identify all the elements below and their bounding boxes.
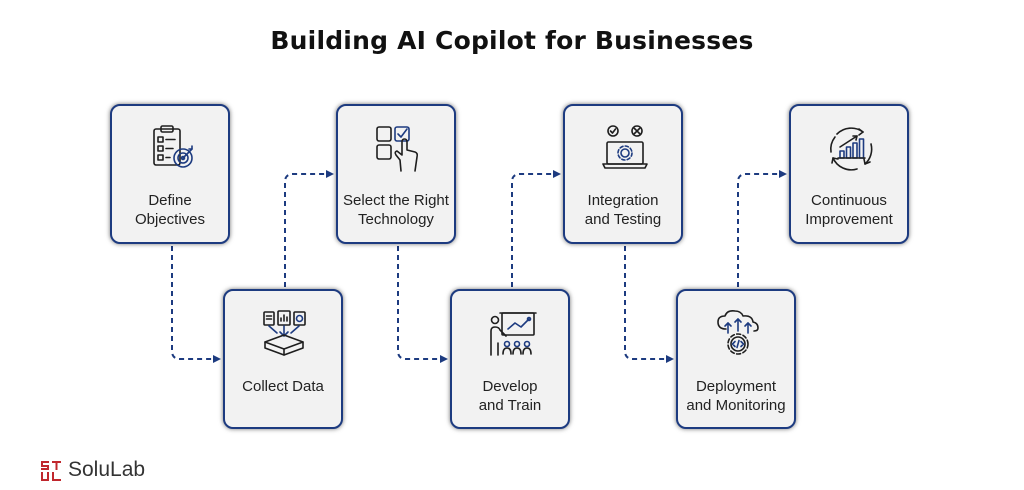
step-1-label-line2: Objectives xyxy=(134,211,206,228)
step-1-label-line1: Define xyxy=(148,192,192,209)
laptop-gear-test-icon xyxy=(602,125,648,169)
step-6-label-line2: and Monitoring xyxy=(686,397,786,414)
step-3-label-line1: Select the Right xyxy=(343,192,449,209)
step-5-label-line2: and Testing xyxy=(584,211,662,228)
cloud-code-gear-icon xyxy=(717,310,759,355)
page-title: Building AI Copilot for Businesses xyxy=(270,26,754,55)
training-presentation-icon xyxy=(490,312,537,356)
step-5-label-line1: Integration xyxy=(587,192,659,209)
step-card-integration-testing: Integration and Testing xyxy=(563,104,683,244)
connector-1-2 xyxy=(171,246,221,363)
step-4-label-line2: and Train xyxy=(478,397,542,414)
step-3-label-line2: Technology xyxy=(358,211,434,228)
step-2-label-line1: Collect Data xyxy=(242,378,324,395)
step-card-collect-data: Collect Data xyxy=(223,289,343,429)
solulab-logo-icon xyxy=(41,461,61,481)
step-card-define-objectives: Define Objectives xyxy=(110,104,230,244)
brand-name: SoluLab xyxy=(68,458,146,481)
connector-4-5 xyxy=(511,170,561,287)
step-card-deployment-monitoring: Deployment and Monitoring xyxy=(676,289,796,429)
checklist-target-icon xyxy=(153,125,193,168)
step-6-label-line1: Deployment xyxy=(695,378,777,395)
connector-6-7 xyxy=(737,170,787,287)
step-7-label-line1: Continuous xyxy=(811,192,887,209)
step-card-develop-train: Develop and Train xyxy=(450,289,570,429)
data-collection-icon xyxy=(263,310,306,356)
step-7-label-line2: Improvement xyxy=(805,211,893,228)
select-grid-hand-icon xyxy=(376,126,419,172)
connector-5-6 xyxy=(624,246,674,363)
connector-2-3 xyxy=(284,170,334,287)
step-4-label-line1: Develop xyxy=(482,378,538,395)
connector-3-4 xyxy=(397,246,448,363)
step-card-continuous-improvement: Continuous Improvement xyxy=(789,104,909,244)
step-card-select-technology: Select the Right Technology xyxy=(336,104,456,244)
cycle-growth-chart-icon xyxy=(830,127,873,171)
